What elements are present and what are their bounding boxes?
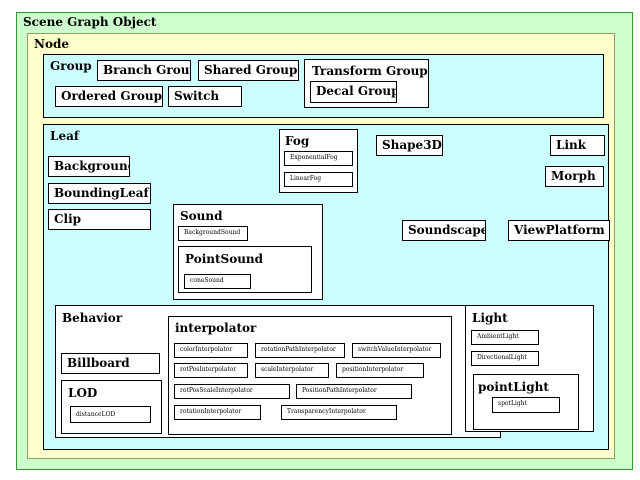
leaf-box: Leaf Background BoundingLeaf Clip Fog Ex…	[43, 124, 610, 450]
point-light-label: pointLight	[478, 380, 549, 394]
linear-fog-node: LinearFog	[284, 172, 353, 187]
scene-graph-object-label: Scene Graph Object	[23, 15, 157, 29]
point-light-box: pointLight spotLight	[473, 374, 579, 430]
transform-group-box: Transform Group Decal Group	[304, 59, 429, 108]
interpolator-item: rotationInterpolator	[174, 405, 261, 420]
link-node: Link	[550, 135, 605, 156]
spot-light-node: spotLight	[492, 397, 560, 413]
shape3d-node: Shape3D	[376, 135, 443, 156]
fog-box: Fog ExponentialFog LinearFog	[279, 129, 358, 193]
interpolator-item: colorInterpolator	[174, 343, 248, 358]
directional-light-node: DirectionalLight	[471, 351, 539, 366]
group-box: Group Branch Group Shared Group Ordered …	[43, 54, 604, 118]
point-sound-box: PointSound coneSound	[178, 246, 312, 293]
bounding-leaf-node: BoundingLeaf	[48, 183, 151, 204]
lod-box: LOD distanceLOD	[61, 380, 162, 434]
background-node: Background	[48, 156, 130, 177]
light-box: Light AmbientLight DirectionalLight poin…	[465, 305, 594, 432]
interpolator-item: TransparencyInterpolator	[281, 405, 397, 420]
sound-box: Sound BackgroundSound PointSound coneSou…	[173, 204, 323, 300]
interpolator-item: scaleInterpolator	[255, 363, 329, 378]
exponential-fog-node: ExponentialFog	[284, 151, 353, 166]
interpolator-item: rotPosScaleInterpolator	[174, 384, 290, 399]
point-sound-label: PointSound	[185, 252, 264, 266]
interpolator-item: positionInterpolator	[336, 363, 424, 378]
behavior-label: Behavior	[62, 311, 123, 325]
background-sound-node: BackgroundSound	[178, 226, 248, 241]
leaf-label: Leaf	[50, 129, 80, 143]
interpolator-item: PositionPathInterpolator	[296, 384, 412, 399]
ambient-light-node: AmbientLight	[471, 330, 539, 345]
lod-label: LOD	[68, 386, 98, 400]
switch-node: Switch	[168, 86, 242, 107]
branch-group-node: Branch Group	[97, 60, 191, 81]
interpolator-label: interpolator	[175, 321, 257, 335]
light-label: Light	[472, 311, 508, 325]
clip-node: Clip	[48, 209, 151, 230]
fog-label: Fog	[285, 134, 310, 148]
cone-sound-node: coneSound	[184, 274, 251, 289]
interpolator-box: interpolator colorInterpolator rotationP…	[168, 316, 452, 435]
interpolator-item: rotPosInterpolator	[174, 363, 248, 378]
node-label: Node	[34, 37, 69, 51]
interpolator-item: switchValueInterpolator	[352, 343, 441, 358]
morph-node: Morph	[545, 166, 604, 187]
interpolator-item: rotationPathInterpolator	[255, 343, 345, 358]
behavior-box: Behavior Billboard LOD distanceLOD inter…	[55, 305, 501, 438]
decal-group-node: Decal Group	[310, 81, 397, 103]
billboard-node: Billboard	[61, 353, 160, 374]
distance-lod-node: distanceLOD	[70, 406, 151, 423]
shared-group-node: Shared Group	[198, 60, 299, 81]
soundscape-node: Soundscape	[402, 220, 486, 241]
sound-label: Sound	[180, 209, 223, 223]
view-platform-node: ViewPlatform	[508, 220, 610, 241]
transform-group-label: Transform Group	[312, 64, 428, 78]
ordered-group-node: Ordered Group	[55, 86, 163, 107]
group-label: Group	[50, 59, 92, 73]
